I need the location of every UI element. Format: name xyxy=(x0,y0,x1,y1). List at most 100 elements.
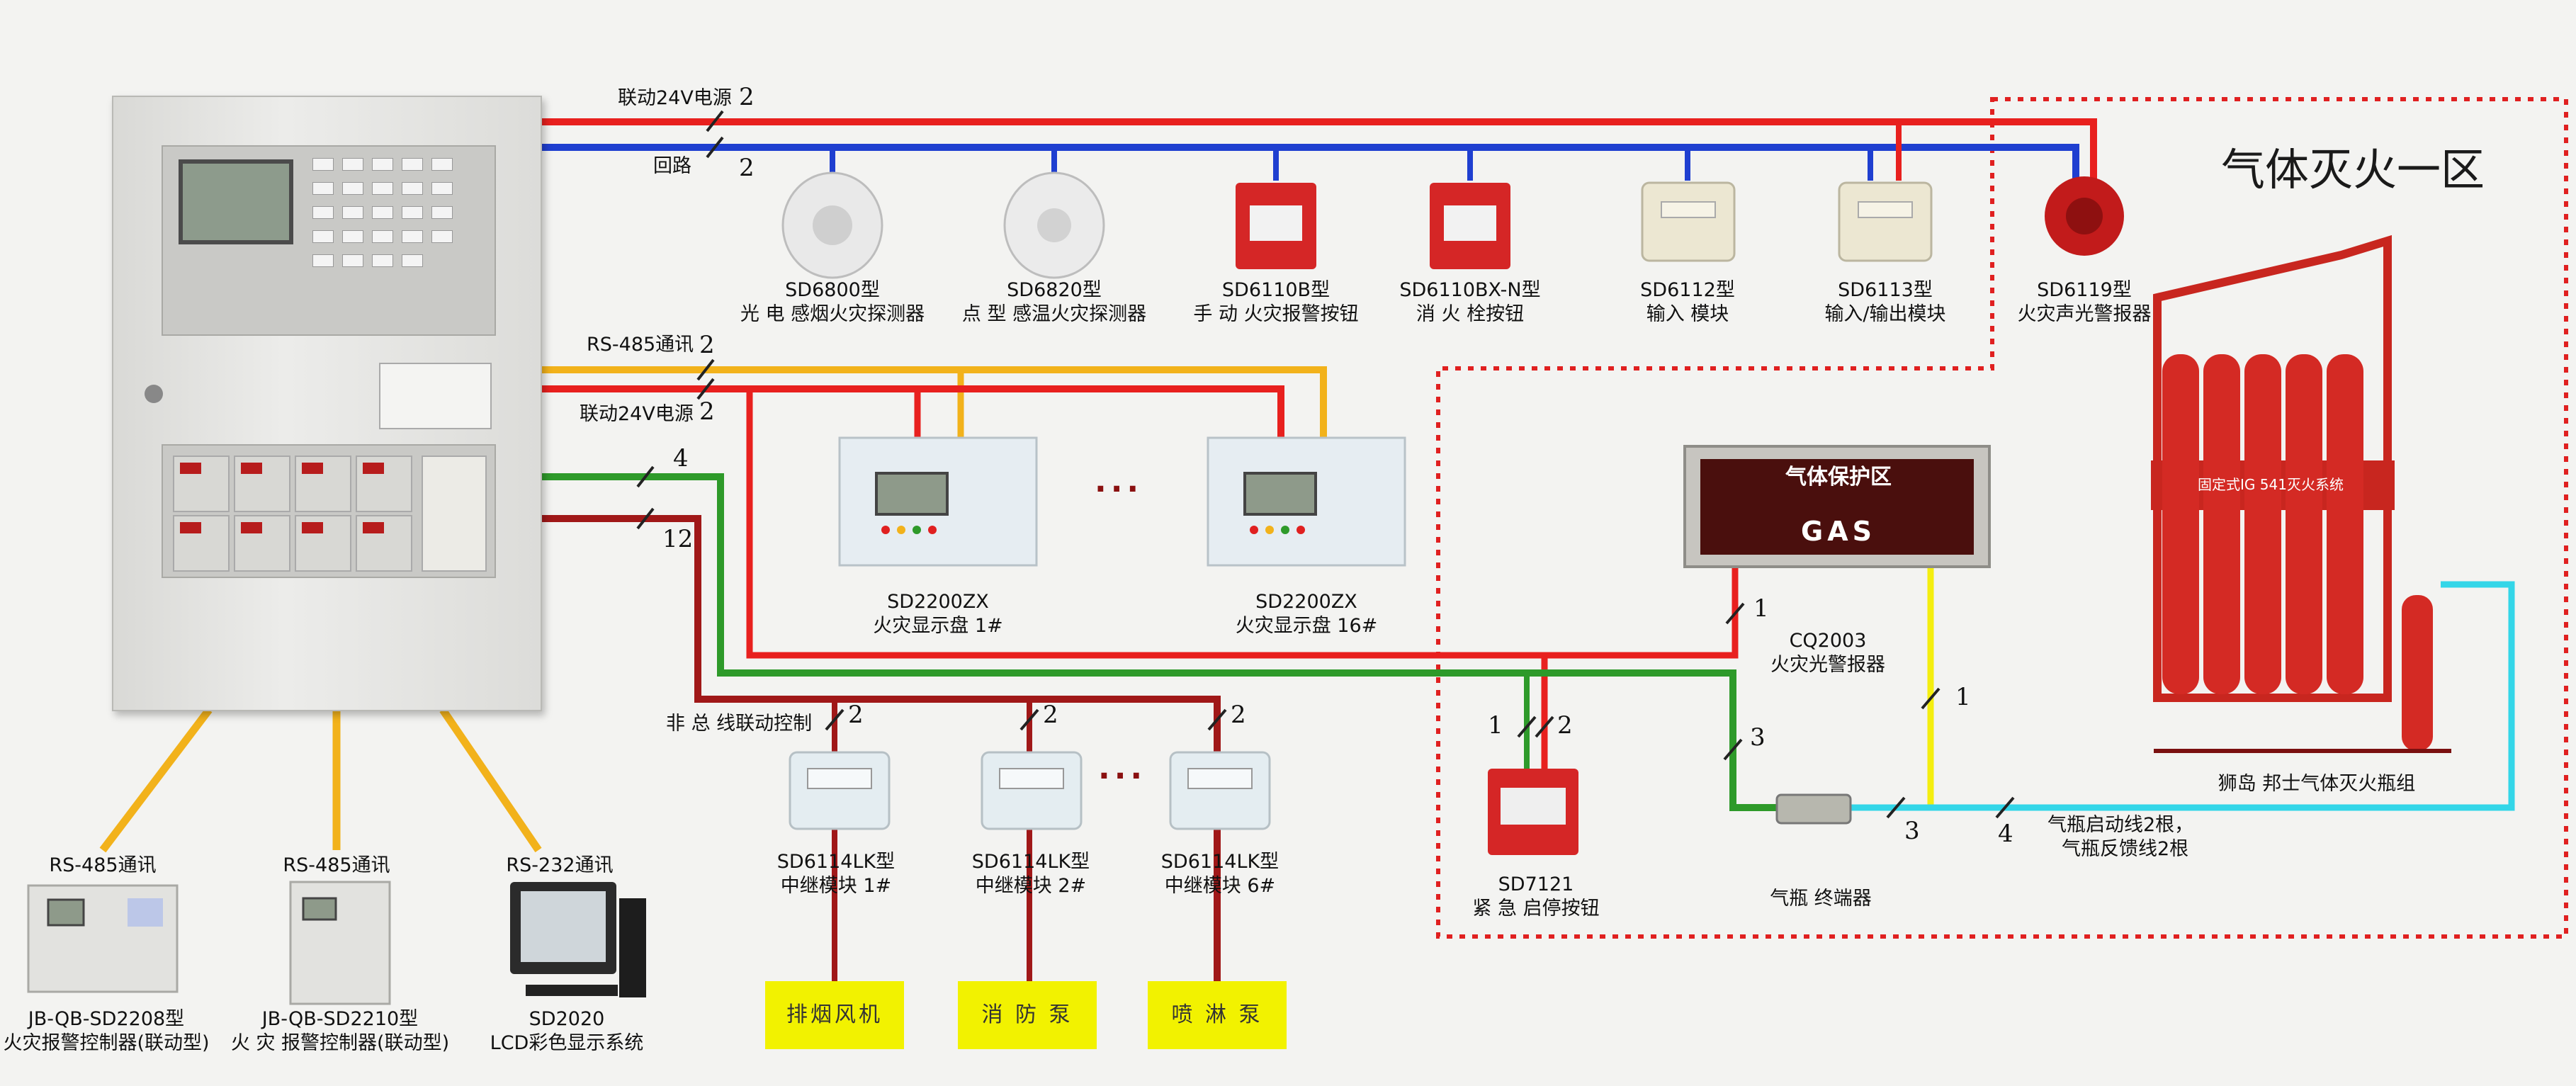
controller-top-panel xyxy=(162,145,496,336)
loop-count: 2 xyxy=(739,154,755,182)
power-top-count: 2 xyxy=(739,83,755,111)
feed-sd2208 xyxy=(99,707,213,853)
sd6110b-button-icon xyxy=(1236,183,1316,269)
yellow-count: 1 xyxy=(1955,683,1971,711)
tick-relay-6 xyxy=(1207,708,1227,731)
rs485-label: RS-485通讯 xyxy=(587,334,694,356)
gas-terminal-label: 气瓶 终端器 xyxy=(1770,888,1872,910)
relay-2-label: SD6114LK型中继模块 2# xyxy=(971,851,1090,897)
green-bus xyxy=(539,473,1777,811)
gas-terminal-icon xyxy=(1775,793,1852,825)
gas-bottle-rack-icon xyxy=(2151,234,2451,753)
tick-loop xyxy=(706,136,724,159)
tick-green-3 xyxy=(1723,738,1743,761)
gas-zone-boundary xyxy=(1436,97,2568,939)
sd6110bx-label: SD6110BX-N型消 火 栓按钮 xyxy=(1399,279,1541,325)
darkred-bus-count: 12 xyxy=(662,525,694,553)
tick-cq2003 xyxy=(1725,602,1745,625)
gas-sign-bottom-text: GAS xyxy=(1801,516,1876,547)
smoke-fan-box: 排烟风机 xyxy=(765,981,904,1049)
cyan-line xyxy=(1851,581,2515,811)
sd7121-count-right: 2 xyxy=(1557,711,1573,740)
sd6113-label: SD6113型输入/输出模块 xyxy=(1824,279,1946,325)
rs485-bus xyxy=(539,366,1327,438)
power-mid-label: 联动24V电源 xyxy=(580,403,694,425)
power-top-label: 联动24V电源 xyxy=(618,87,732,109)
sd2210-comm-label: RS-485通讯 xyxy=(283,854,390,876)
tick-sd7121-l xyxy=(1517,715,1537,738)
tick-darkred xyxy=(636,507,655,530)
sd2210-controller-icon xyxy=(289,881,391,1005)
sd2020-computer-icon xyxy=(510,882,646,997)
green-bus-count: 4 xyxy=(673,444,689,473)
relay-ellipsis: ··· xyxy=(1098,758,1147,794)
tick-green xyxy=(636,465,655,488)
green-gas-count: 3 xyxy=(1750,723,1766,752)
relay-6-count: 2 xyxy=(1231,701,1246,729)
relay-1-icon xyxy=(789,751,891,830)
display-ellipsis: ··· xyxy=(1095,471,1143,507)
controller-lcd xyxy=(179,159,293,244)
sd6119-label: SD6119型火灾声光警报器 xyxy=(2017,279,2152,325)
relay-1-count: 2 xyxy=(848,701,864,729)
sd6119-alarm-icon xyxy=(2045,176,2124,256)
tick-power-top xyxy=(706,110,724,132)
rs485-count: 2 xyxy=(699,331,715,359)
relay-1-label: SD6114LK型中继模块 1# xyxy=(776,851,896,897)
sd6110bx-button-icon xyxy=(1430,183,1510,269)
gas-sign-top-text: 气体保护区 xyxy=(1785,465,1892,490)
cq2003-count: 1 xyxy=(1753,594,1769,623)
relay-2-count: 2 xyxy=(1043,701,1058,729)
tick-cyan-4 xyxy=(1995,796,2015,819)
sd6112-label: SD6112型输入 模块 xyxy=(1640,279,1735,325)
cyan-note: 气瓶启动线2根，气瓶反馈线2根 xyxy=(2047,814,2194,860)
controller-module-panel xyxy=(162,444,496,578)
loop-bus xyxy=(539,144,2079,183)
sd7121-count-left: 1 xyxy=(1488,711,1503,740)
power-mid-count: 2 xyxy=(699,397,715,426)
sd6820-label: SD6820型点 型 感温火灾探测器 xyxy=(961,279,1147,325)
sd2208-label: JB-QB-SD2208型火灾报警控制器(联动型) xyxy=(3,1008,210,1054)
power-to-cq2003 xyxy=(1544,567,1739,659)
gas-zone-sign-icon xyxy=(1683,445,1991,568)
controller-lock-icon xyxy=(145,385,163,403)
gas-rack-label: 固定式IG 541灭火系统 xyxy=(2198,476,2344,493)
sd2200zx-panel-16-icon xyxy=(1207,436,1406,567)
terminal-count: 3 xyxy=(1904,817,1920,845)
cyan-count: 4 xyxy=(1998,820,2013,848)
nonbus-label: 非 总 线联动控制 xyxy=(666,713,813,735)
tick-relay-2 xyxy=(1019,708,1039,731)
sprinkler-pump-box: 喷 淋 泵 xyxy=(1148,981,1287,1049)
power-mid-to-gas xyxy=(746,389,1548,769)
sd2210-label: JB-QB-SD2210型火 灾 报警控制器(联动型) xyxy=(230,1008,450,1054)
tick-relay-1 xyxy=(825,708,844,731)
tick-term-3 xyxy=(1886,796,1906,819)
loop-label: 回路 xyxy=(653,155,691,177)
controller-keypad xyxy=(308,154,485,274)
tick-rs485 xyxy=(696,358,715,381)
sd6112-module-icon xyxy=(1641,181,1736,262)
relay-6-icon xyxy=(1169,751,1271,830)
main-fire-alarm-controller xyxy=(112,96,542,711)
sd6800-detector-icon xyxy=(781,171,883,279)
sd7121-button-icon xyxy=(1488,769,1578,855)
sd6820-detector-icon xyxy=(1003,171,1105,279)
sd2208-comm-label: RS-485通讯 xyxy=(49,854,157,876)
relay-2-icon xyxy=(981,751,1083,830)
relay-6-label: SD6114LK型中继模块 6# xyxy=(1160,851,1279,897)
tick-power-mid xyxy=(696,378,715,400)
gas-bottles-label: 狮岛 邦士气体灭火瓶组 xyxy=(2218,773,2416,795)
sd2020-comm-label: RS-232通讯 xyxy=(506,854,614,876)
tick-yellow-1 xyxy=(1921,687,1941,710)
tick-sd7121-r xyxy=(1535,715,1554,738)
sd6800-label: SD6800型光 电 感烟火灾探测器 xyxy=(740,279,925,325)
power-bus-top xyxy=(539,118,2097,183)
power-bus-mid xyxy=(539,385,1284,438)
sd6113-module-icon xyxy=(1838,181,1933,262)
